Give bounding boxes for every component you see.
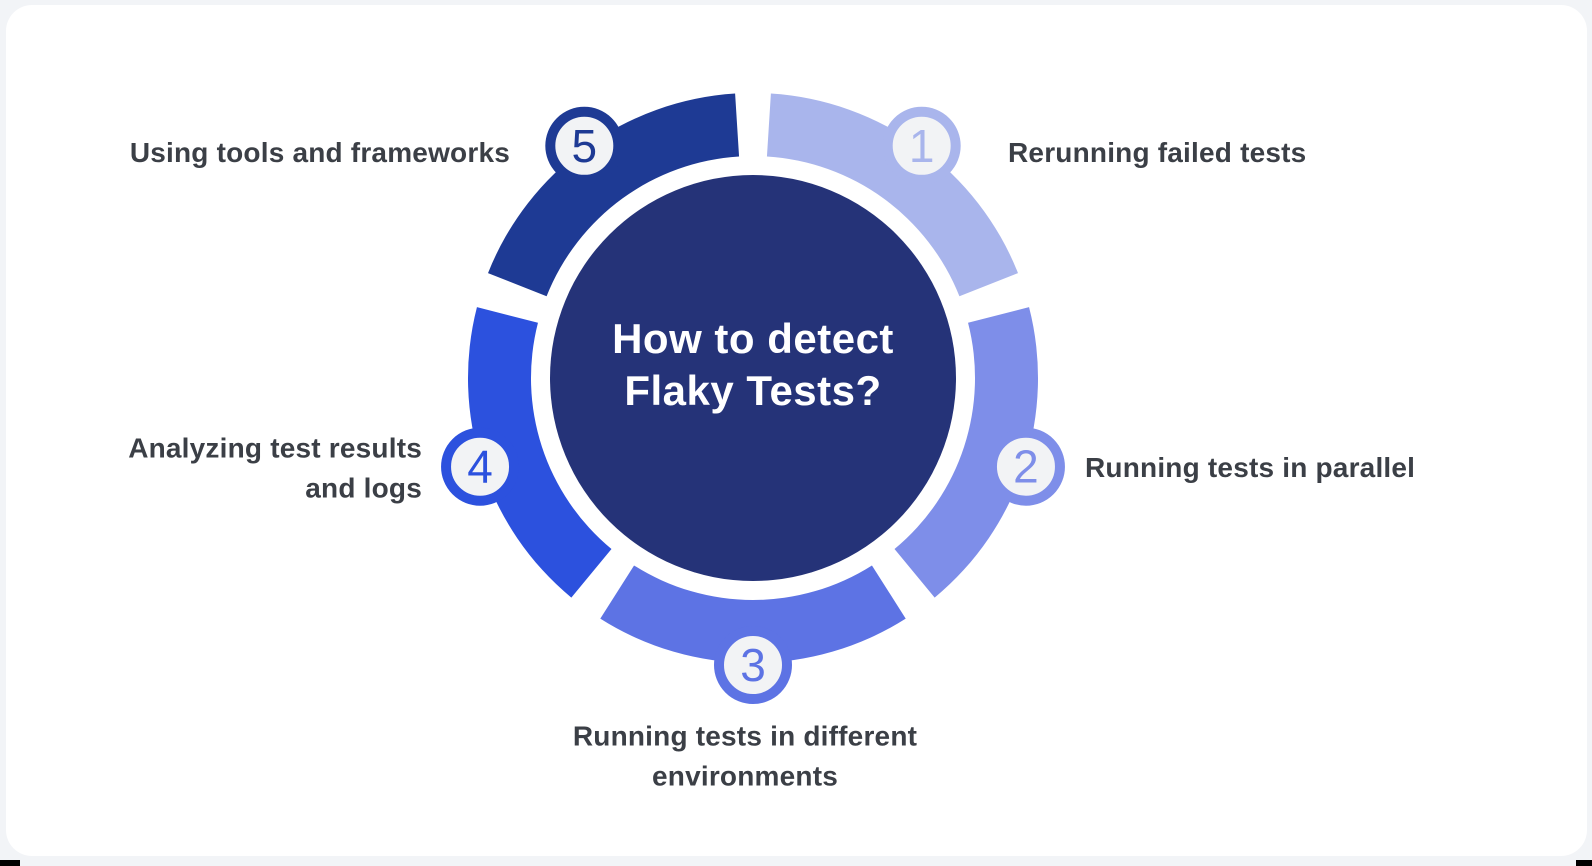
step-label-using-tools-and-frameworks: Using tools and frameworks [129,137,510,169]
step-badge-1 [882,106,961,185]
center-circle [550,175,956,581]
center-title-line1: How to detect [612,315,894,362]
ring-segment-3 [600,565,906,663]
step-label-rerunning-failed-tests: Rerunning failed tests [1008,137,1307,169]
screen-edge-artifact-left [0,860,20,866]
step-label-analyzing-test-results-and-logs: Analyzing test results and logs [128,432,422,503]
step-badge-4 [441,427,520,506]
step-badge-2 [986,427,1065,506]
step-number-4: 4 [467,441,493,493]
step-number-2: 2 [1013,441,1039,493]
screen-edge-artifact-right [1576,860,1592,866]
center-title-line2: Flaky Tests? [624,367,881,414]
ring-segment-4 [467,307,612,598]
step-label-running-tests-in-different-environments: Running tests in different environments [572,720,918,791]
step-number-3: 3 [740,639,766,691]
step-number-1: 1 [909,120,935,172]
step-number-5: 5 [572,120,598,172]
step-label-running-tests-in-parallel: Running tests in parallel [1085,452,1416,484]
ring-segment-2 [894,307,1039,598]
ring-segment-5 [488,93,740,297]
step-badge-5 [545,106,624,185]
ring-segment-1 [766,93,1018,297]
step-badge-3 [714,626,792,704]
